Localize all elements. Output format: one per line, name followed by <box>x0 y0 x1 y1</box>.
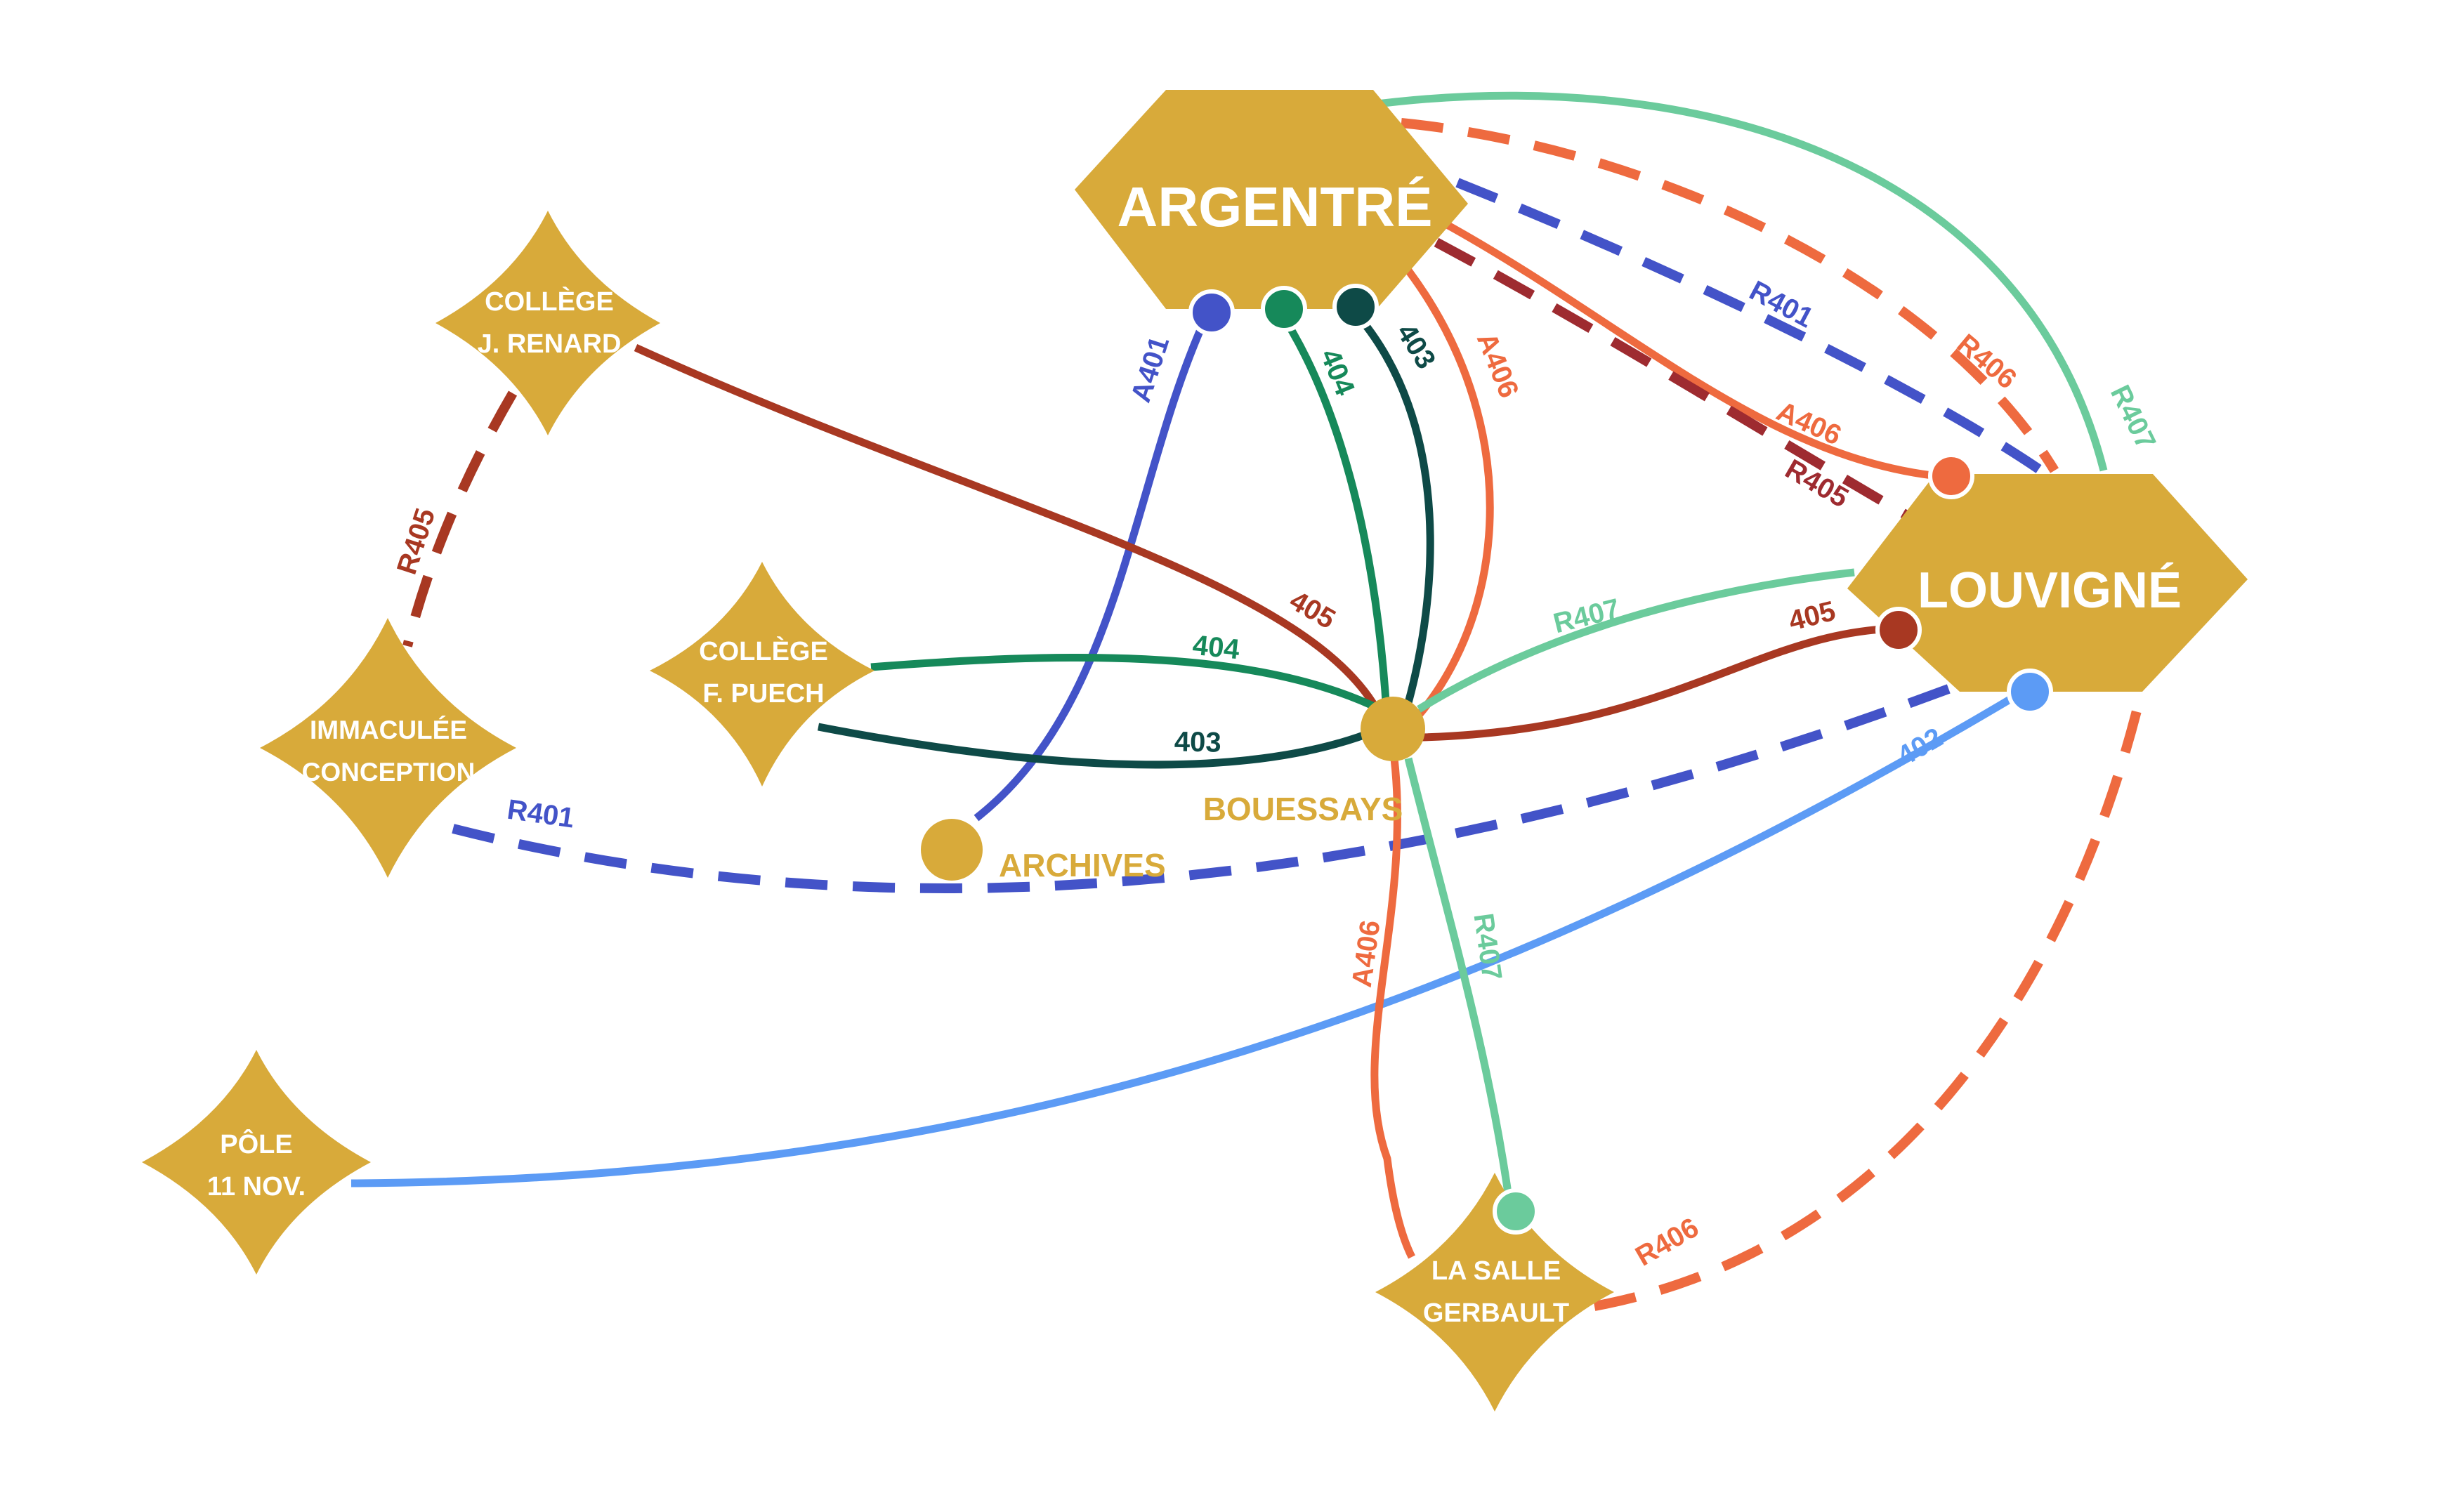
pole-line2: 11 NOV. <box>207 1172 306 1202</box>
label-a406-argentre: A406 <box>1471 329 1525 402</box>
immaculee-line2: CONCEPTION <box>302 758 476 787</box>
route-404-argentre-line <box>1275 306 1391 724</box>
label-403-argentre: 403 <box>1391 318 1442 374</box>
405-louvigne-dot <box>1875 607 1922 653</box>
college-puech-node[interactable] <box>650 562 874 787</box>
route-403-puech-line <box>817 723 1379 769</box>
route-404-puech-line <box>870 653 1382 713</box>
argentre-hub[interactable] <box>1075 90 1468 309</box>
la-salle-line1: LA SALLE <box>1431 1256 1561 1286</box>
403-argentre-dot <box>1332 284 1379 330</box>
404-argentre-dot <box>1261 286 1307 332</box>
college-renard-node[interactable] <box>435 211 660 435</box>
label-r405-left: R405 <box>391 505 441 579</box>
a401-argentre-dot <box>1188 289 1235 336</box>
college-puech-line1: COLLÈGE <box>699 636 828 666</box>
label-a401: A401 <box>1125 333 1175 407</box>
college-renard-line1: COLLÈGE <box>485 286 614 317</box>
route-r401-bottom-line <box>452 680 1962 893</box>
route-a406-argentre-louvigne <box>1445 221 1953 482</box>
college-renard-line2: J. RENARD <box>478 329 622 359</box>
label-r401-bottom: R401 <box>505 794 576 834</box>
argentre-name: ARGENTRÉ <box>1118 176 1433 238</box>
r407-lasalle-dot <box>1493 1188 1539 1235</box>
la-salle-line2: GERBAULT <box>1423 1298 1569 1328</box>
route-r406-bottom-line <box>1593 687 2147 1311</box>
pole-node[interactable] <box>142 1050 371 1275</box>
la-salle-node[interactable] <box>1375 1173 1614 1411</box>
route-405-renard-line <box>634 343 1380 711</box>
bouessays-stop[interactable] <box>1361 697 1425 761</box>
label-r407-top: R407 <box>2104 381 2161 454</box>
archives-stop[interactable] <box>921 819 983 881</box>
louvigne-name: LOUVIGNÉ <box>1918 562 2182 619</box>
immaculee-node[interactable] <box>260 618 516 878</box>
route-403-argentre-line <box>1349 306 1434 728</box>
label-403-puech: 403 <box>1174 726 1221 758</box>
label-405-louvigne: 405 <box>1785 595 1838 637</box>
route-r405-argentre-louvigne <box>1434 237 1941 539</box>
route-r407-argentre-louvigne <box>1365 91 2108 472</box>
route-r401-argentre-louvigne <box>1455 178 2055 482</box>
route-a406-argentre-line <box>1402 268 1494 733</box>
route-402-line <box>350 688 2025 1187</box>
louvigne-hub[interactable] <box>1847 474 2248 692</box>
402-louvigne-dot <box>2007 669 2053 715</box>
immaculee-line1: IMMACULÉE <box>310 716 467 744</box>
route-a406-lasalle-line <box>1370 758 1415 1259</box>
archives-label: ARCHIVES <box>999 847 1166 883</box>
route-405-louvigne-line <box>1422 624 1897 742</box>
route-r407-lasalle-line <box>1404 757 1514 1209</box>
a406-louvigne-dot <box>1928 453 1974 499</box>
bouessays-label: BOUESSAYS <box>1203 791 1403 827</box>
route-r405-left-line <box>402 390 518 647</box>
pole-line1: PÔLE <box>220 1128 292 1159</box>
label-r406-bottom: R406 <box>1630 1212 1704 1272</box>
college-puech-line2: F. PUECH <box>702 679 824 709</box>
route-r407-louvigne-line <box>1417 568 1855 713</box>
label-404-puech: 404 <box>1191 630 1242 666</box>
